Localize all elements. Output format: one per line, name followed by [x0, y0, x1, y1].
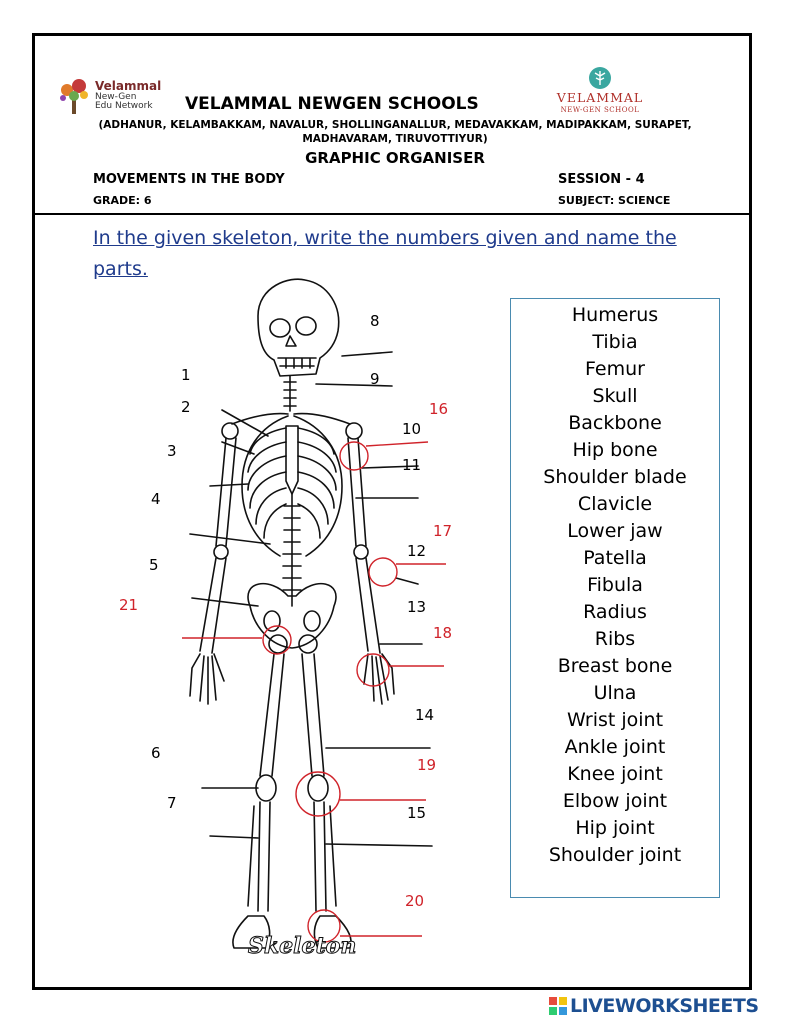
pointer-5 — [191, 597, 259, 607]
word-bank-item: Femur — [585, 358, 645, 380]
tree-emblem-icon — [589, 67, 611, 89]
velammal-newgen-logo: Velammal New-Gen Edu Network — [57, 76, 187, 128]
pointer-8 — [341, 351, 393, 357]
word-bank-item: Humerus — [571, 304, 659, 326]
liveworksheets-text: LIVEWORKSHEETS — [570, 995, 759, 1017]
tree-logo-icon — [60, 79, 88, 114]
skull-outline — [257, 278, 340, 377]
word-bank-item: Fibula — [587, 574, 643, 596]
circle-hip-joint — [262, 625, 292, 655]
word-bank-item: Hip bone — [572, 439, 658, 461]
pointer-2 — [221, 441, 255, 455]
right-logo-name: VELAMMAL — [556, 90, 644, 105]
label-13: 13 — [407, 598, 427, 616]
pointer-12 — [395, 577, 419, 585]
pointer-4 — [189, 533, 271, 545]
pointer-9 — [315, 383, 393, 387]
word-bank-item: Wrist joint — [566, 709, 664, 731]
word-bank-item: Clavicle — [577, 493, 653, 515]
pointer-10 — [361, 465, 419, 469]
label-20: 20 — [405, 892, 425, 910]
school-branches: (ADHANUR, KELAMBAKKAM, NAVALUR, SHOLLING… — [75, 118, 715, 146]
word-bank-item: Breast bone — [557, 655, 673, 677]
label-11: 11 — [402, 456, 422, 474]
label-21: 21 — [119, 596, 139, 614]
label-12: 12 — [407, 542, 427, 560]
circle-shoulder-joint — [339, 441, 369, 471]
word-bank-item: Ulna — [593, 682, 637, 704]
pointer-1 — [221, 409, 269, 437]
eye-socket-right — [295, 316, 317, 336]
label-10: 10 — [402, 420, 422, 438]
branches-line-1: (ADHANUR, KELAMBAKKAM, NAVALUR, SHOLLING… — [98, 119, 692, 131]
label-17: 17 — [433, 522, 453, 540]
circle-ankle-joint — [307, 909, 341, 943]
label-18: 18 — [433, 624, 453, 642]
word-bank-item: Shoulder joint — [548, 844, 682, 866]
logo-subtitle-2: Edu Network — [95, 101, 153, 111]
word-bank-item: Hip joint — [575, 817, 655, 839]
label-7: 7 — [167, 794, 177, 812]
document-type: GRAPHIC ORGANISER — [305, 149, 485, 167]
pointer-15 — [325, 843, 433, 847]
word-bank-item: Lower jaw — [567, 520, 663, 542]
label-15: 15 — [407, 804, 427, 822]
logo-subtitle-1: New-Gen — [95, 92, 137, 102]
word-bank-box: Humerus Tibia Femur Skull Backbone Hip b… — [510, 298, 720, 898]
word-bank-item: Patella — [583, 547, 647, 569]
word-bank-item: Skull — [592, 385, 638, 407]
word-bank-item: Ankle joint — [564, 736, 666, 758]
skeleton-illustration: Skeleton — [182, 278, 446, 956]
label-6: 6 — [151, 744, 161, 762]
label-9: 9 — [370, 370, 380, 388]
label-3: 3 — [167, 442, 177, 460]
circle-wrist-joint — [356, 653, 390, 687]
session-label: SESSION - 4 — [558, 172, 645, 187]
subject-label: SUBJECT: SCIENCE — [558, 194, 671, 207]
word-bank-item: Knee joint — [567, 763, 663, 785]
label-1: 1 — [181, 366, 191, 384]
word-bank-item: Radius — [583, 601, 647, 623]
nasal-cavity — [285, 335, 297, 347]
label-8: 8 — [370, 312, 380, 330]
right-logo-subtitle: NEW-GEN SCHOOL — [560, 106, 640, 114]
circle-elbow-joint — [368, 557, 398, 587]
liveworksheets-logo[interactable]: LIVEWORKSHEETS — [548, 994, 788, 1020]
logo-brand-text: Velammal — [95, 79, 162, 93]
circle-knee-joint — [295, 771, 341, 817]
eye-socket-left — [269, 318, 291, 338]
instruction-text: In the given skeleton, write the numbers… — [93, 227, 677, 280]
label-14: 14 — [415, 706, 435, 724]
label-2: 2 — [181, 398, 191, 416]
pointer-16 — [365, 441, 429, 447]
word-bank-item: Shoulder blade — [543, 466, 687, 488]
word-bank-list: Humerus Tibia Femur Skull Backbone Hip b… — [511, 299, 719, 869]
pointer-3 — [209, 483, 249, 487]
velammal-school-logo: VELAMMAL NEW-GEN SCHOOL — [540, 66, 660, 116]
skeleton-caption: Skeleton — [248, 933, 356, 956]
word-bank-item: Backbone — [568, 412, 662, 434]
header-divider — [35, 213, 749, 215]
school-name: VELAMMAL NEWGEN SCHOOLS — [185, 94, 479, 114]
pointer-7 — [209, 835, 259, 839]
word-bank-item: Elbow joint — [562, 790, 668, 812]
word-bank-item: Tibia — [592, 331, 638, 353]
grade-label: GRADE: 6 — [93, 194, 152, 207]
word-bank-item: Ribs — [594, 628, 636, 650]
branches-line-2: MADHAVARAM, TIRUVOTTIYUR) — [302, 133, 488, 145]
label-5: 5 — [149, 556, 159, 574]
label-16: 16 — [429, 400, 449, 418]
label-19: 19 — [417, 756, 437, 774]
topic-title: MOVEMENTS IN THE BODY — [93, 172, 285, 187]
worksheet-frame: Velammal New-Gen Edu Network VELAMMAL NE… — [32, 33, 752, 990]
liveworksheets-icon — [549, 997, 567, 1015]
label-4: 4 — [151, 490, 161, 508]
